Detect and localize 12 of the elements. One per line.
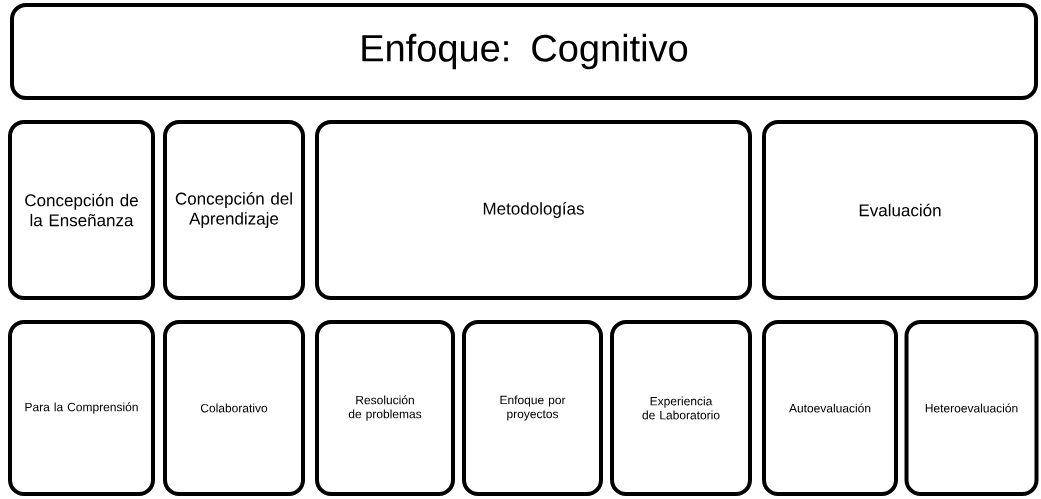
item-box: Experiencia de Laboratorio (610, 320, 752, 496)
item-box: Para la Comprensión (8, 320, 155, 496)
item-box: Enfoque por proyectos (462, 320, 603, 496)
title-box: Enfoque: Cognitivo (10, 3, 1038, 100)
category-box: Metodologías (315, 120, 752, 300)
item-box: Resolución de problemas (315, 320, 455, 496)
category-box: Concepción del Aprendizaje (163, 120, 305, 300)
item-box: Heteroevaluación (904, 320, 1039, 496)
category-box: Evaluación (762, 120, 1038, 300)
item-box: Autoevaluación (762, 320, 898, 496)
item-box: Colaborativo (163, 320, 305, 496)
category-box: Concepción de la Enseñanza (8, 120, 155, 300)
